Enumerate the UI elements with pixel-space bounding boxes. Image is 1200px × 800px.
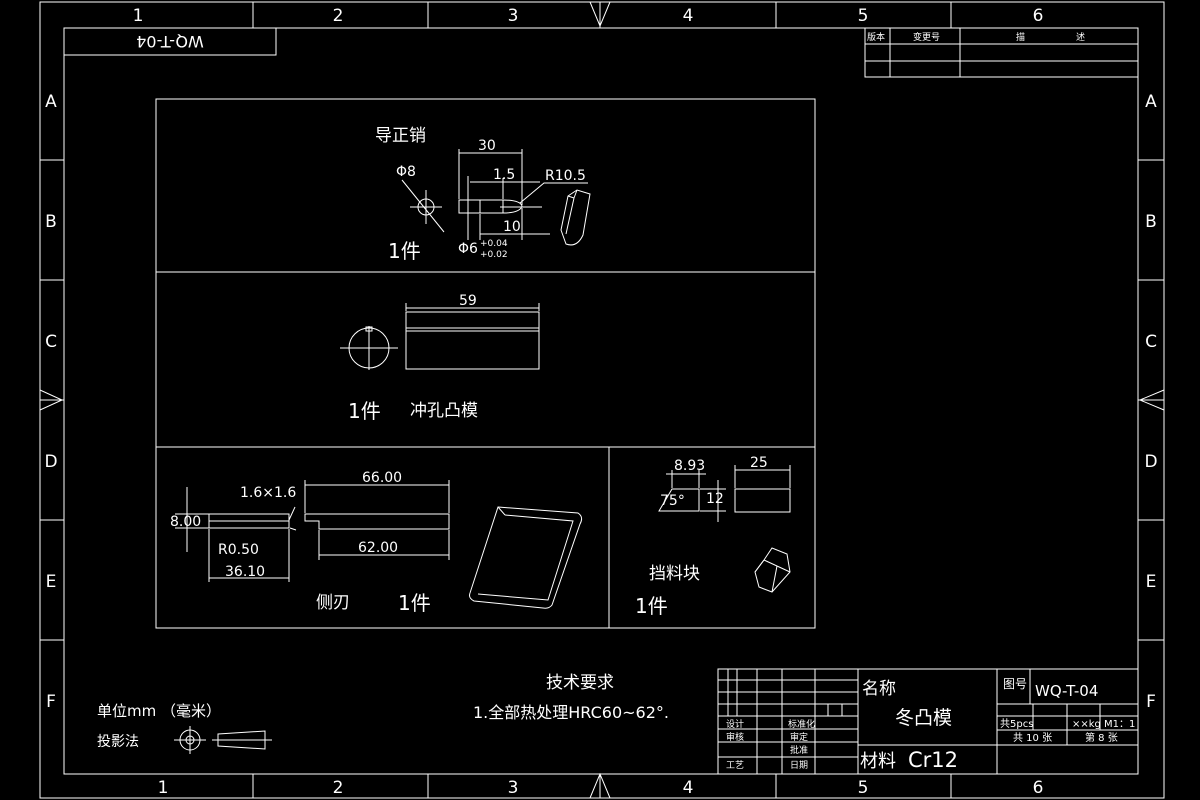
rev-header-desc2: 述 xyxy=(1076,31,1085,43)
row-label-b-left: B xyxy=(45,212,57,232)
punch-title: 冲孔凸模 xyxy=(410,401,478,421)
side-blade-title: 侧刃 xyxy=(316,593,350,613)
col-label-6-bottom: 6 xyxy=(1033,778,1044,798)
row-label-f-left: F xyxy=(46,692,56,712)
dim-pin-tol-lower: +0.02 xyxy=(480,250,508,260)
side-blade-qty: 1件 xyxy=(398,591,431,615)
col-label-5-top: 5 xyxy=(858,6,869,26)
rev-header-desc1: 描 xyxy=(1016,31,1025,43)
sign-row-approve: 批准 xyxy=(790,744,808,756)
inner-border xyxy=(63,27,1139,775)
col-label-3-bottom: 3 xyxy=(508,778,519,798)
col-label-1-bottom: 1 xyxy=(158,778,169,798)
sign-row-audit: 审定 xyxy=(790,731,808,743)
dim-blade-inner: 62.00 xyxy=(358,540,398,556)
sign-row-date: 日期 xyxy=(790,760,808,771)
column-ticks xyxy=(252,1,952,799)
name-label: 名称 xyxy=(862,679,896,699)
revision-table xyxy=(864,27,1139,78)
dim-pin-tol-upper: +0.04 xyxy=(480,239,508,249)
weight-value: ××kg xyxy=(1072,719,1101,730)
row-label-d-right: D xyxy=(1144,452,1157,472)
tech-req-item-1: 1.全部热处理HRC60~62°. xyxy=(473,703,669,722)
dim-blade-radius: R0.50 xyxy=(218,542,259,558)
guide-pin-qty: 1件 xyxy=(388,239,421,263)
dim-stop-width: 25 xyxy=(750,455,768,471)
row-label-b-right: B xyxy=(1145,212,1157,232)
tech-req-title: 技术要求 xyxy=(546,673,614,693)
rev-header-change: 变更号 xyxy=(913,31,940,43)
stop-block-drawing xyxy=(658,465,791,593)
dim-blade-height: 8.00 xyxy=(170,514,201,530)
row-label-e-left: E xyxy=(46,572,57,592)
drawing-number: WQ-T-04 xyxy=(1035,682,1098,700)
row-label-a-right: A xyxy=(1145,92,1157,112)
sign-row-design: 设计 xyxy=(726,718,744,730)
dim-blade-chamfer: 1.6×1.6 xyxy=(240,485,296,501)
col-label-3-top: 3 xyxy=(508,6,519,26)
units-label: 单位mm （毫米） xyxy=(97,702,221,720)
projection-label: 投影法 xyxy=(97,734,139,750)
mirror-drawing-number: WQ-T-04 xyxy=(136,32,204,51)
sign-row-std: 标准化 xyxy=(788,718,815,730)
row-label-c-left: C xyxy=(45,332,57,352)
row-label-f-right: F xyxy=(1146,692,1156,712)
guide-pin-drawing xyxy=(401,149,591,246)
dim-pin-shank-dia: Φ6 xyxy=(458,241,478,257)
dim-stop-angle: 75° xyxy=(660,493,685,509)
stop-block-title: 挡料块 xyxy=(649,564,700,584)
side-blade-drawing xyxy=(175,480,583,609)
row-label-e-right: E xyxy=(1146,572,1157,592)
material-label: 材料 xyxy=(860,751,896,772)
sheets-total: 共 10 张 xyxy=(1013,732,1052,744)
dim-pin-shoulder: 1.5 xyxy=(493,167,515,183)
dim-blade-step: 36.10 xyxy=(225,564,265,580)
projection-symbol xyxy=(174,726,272,754)
punch-qty: 1件 xyxy=(348,399,381,423)
col-label-2-bottom: 2 xyxy=(333,778,344,798)
sheet-number: 第 8 张 xyxy=(1085,731,1118,744)
scale-value: M1：1 xyxy=(1104,719,1135,730)
dim-pin-length: 30 xyxy=(478,138,496,154)
stop-block-qty: 1件 xyxy=(635,594,668,618)
dim-stop-top: 8.93 xyxy=(674,458,705,474)
dim-pin-tip: 10 xyxy=(503,219,521,235)
row-ticks xyxy=(39,159,1165,641)
qty-value: 共5pcs xyxy=(1000,718,1033,730)
material-value: Cr12 xyxy=(908,748,958,772)
row-label-c-right: C xyxy=(1145,332,1157,352)
sign-row-process: 工艺 xyxy=(726,760,744,771)
col-label-6-top: 6 xyxy=(1033,6,1044,26)
drawing-no-label: 图号 xyxy=(1003,677,1027,691)
dim-punch-length: 59 xyxy=(459,293,477,309)
parts-panel xyxy=(155,98,816,629)
col-label-4-bottom: 4 xyxy=(683,778,694,798)
part-name: 冬凸模 xyxy=(895,707,952,729)
rev-header-version: 版本 xyxy=(867,31,885,43)
col-label-4-top: 4 xyxy=(683,6,694,26)
mirror-code-box xyxy=(63,27,277,56)
col-label-5-bottom: 5 xyxy=(858,778,869,798)
dim-stop-height: 12 xyxy=(706,491,724,507)
sign-row-check: 审核 xyxy=(726,731,744,743)
col-label-1-top: 1 xyxy=(133,6,144,26)
row-label-d-left: D xyxy=(44,452,57,472)
guide-pin-title: 导正销 xyxy=(375,126,426,146)
row-label-a-left: A xyxy=(45,92,57,112)
title-block xyxy=(717,668,1139,775)
col-label-2-top: 2 xyxy=(333,6,344,26)
dim-blade-total: 66.00 xyxy=(362,470,402,486)
dim-pin-head-dia: Φ8 xyxy=(396,164,416,180)
punch-drawing xyxy=(340,303,540,370)
dim-pin-radius: R10.5 xyxy=(545,168,586,184)
